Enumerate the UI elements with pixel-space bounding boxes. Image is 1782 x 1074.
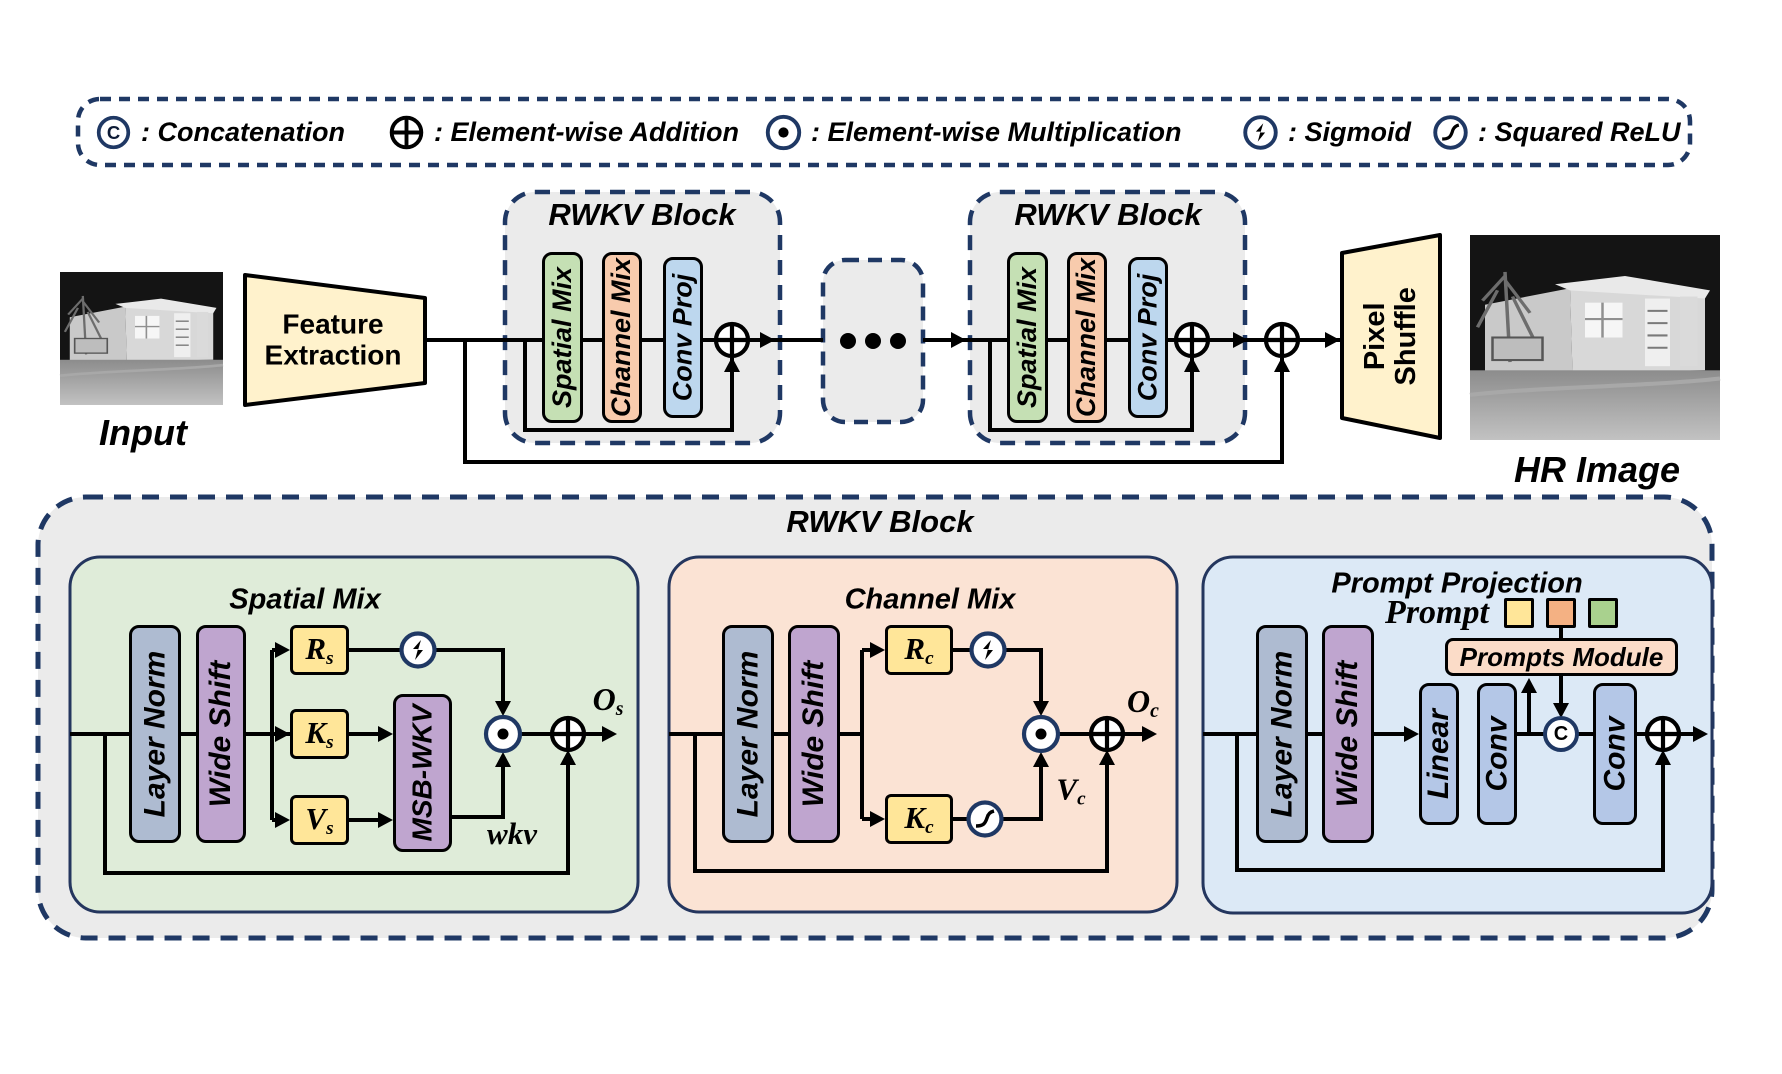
concat-icon: C [96,115,131,149]
hr-image-label: HR Image [1513,449,1681,490]
k-c-box: Kc [885,794,953,844]
conv-block: Conv [1477,683,1517,825]
svg-text:C: C [107,122,120,143]
r-c-box: Rc [885,625,953,675]
layer-norm-block: Layer Norm [722,625,774,843]
squared-relu-node [969,803,1002,836]
v-s-box: Vs [290,795,349,845]
legend-label: : Squared ReLU [1478,116,1681,147]
feature-extraction-trapezoid [243,273,427,407]
add-node [1176,324,1208,356]
rwkv-detail-title: RWKV Block [786,504,974,539]
legend-item-sigmoid: : Sigmoid [1242,112,1411,152]
conv-block: Conv [1593,683,1637,825]
add-node [1647,718,1679,750]
o-s-label: Os [592,681,624,720]
pixel-shuffle-trapezoid [1340,233,1442,440]
k-s-box: Ks [290,709,349,759]
rwkv-block-1-title: RWKV Block [548,197,736,232]
add-node [1091,718,1123,750]
svg-text:C: C [1554,723,1568,745]
input-label: Input [99,412,187,453]
legend-item-multiplication: : Element-wise Multiplication [765,112,1182,152]
legend-box [75,96,1693,168]
add-node [716,324,748,356]
sigmoid-node [402,634,435,667]
sigmoid-icon [1243,114,1278,150]
prompt-label: Prompt [1385,594,1489,631]
v-c-label: Vc [1056,771,1086,810]
spatial-mix-block: Spatial Mix [1007,252,1048,423]
prompt-token-yellow [1504,598,1534,628]
pixel-shuffle-label: Pixel Shuffle [1358,287,1422,386]
prompt-projection-title: Prompt Projection [1331,567,1583,600]
legend-label: : Element-wise Multiplication [811,116,1182,147]
spatial-mix-block: Spatial Mix [542,252,583,423]
msb-wkv-block: MSB-WKV [393,694,452,852]
channel-mix-title: Channel Mix [844,583,1016,616]
layer-norm-block: Layer Norm [1256,625,1308,843]
multiply-icon [765,114,802,150]
wkv-label: wkv [487,816,537,851]
spatial-mix-title: Spatial Mix [229,583,381,616]
hr-image [1470,235,1720,440]
legend-label: : Element-wise Addition [434,116,740,147]
legend-item-addition: : Element-wise Addition [388,112,739,152]
channel-mix-block: Channel Mix [602,252,642,423]
multiply-node [1024,717,1058,751]
legend-label: : Concatenation [141,116,346,147]
feature-extraction-label: Feature Extraction [264,308,402,371]
add-icon [389,115,424,149]
ellipsis-dot [890,333,906,349]
wide-shift-block: Wide Shift [196,625,246,843]
ellipsis-dot [865,333,881,349]
legend-item-squared-relu: : Squared ReLU [1432,112,1681,152]
rwkv-block-2-title: RWKV Block [1014,197,1202,232]
conv-proj-block: Conv Proj [1128,257,1168,418]
r-s-box: Rs [290,625,349,675]
add-node [552,718,584,750]
legend-item-concatenation: C : Concatenation [95,112,345,152]
prompt-token-green [1588,598,1618,628]
sigmoid-node [972,634,1005,667]
ellipsis-dot [840,333,856,349]
legend-label: : Sigmoid [1288,116,1411,147]
prompts-module-box: Prompts Module [1445,638,1678,676]
squared-relu-icon [1433,114,1468,150]
wide-shift-block: Wide Shift [1322,625,1374,843]
conv-proj-block: Conv Proj [663,257,703,418]
concat-node: C [1543,716,1579,752]
wide-shift-block: Wide Shift [788,625,840,843]
linear-block: Linear [1419,683,1459,825]
o-c-label: Oc [1127,683,1159,722]
multiply-node [486,717,520,751]
add-node [1266,324,1298,356]
prompt-token-orange [1546,598,1576,628]
input-image [58,270,225,407]
channel-mix-block: Channel Mix [1067,252,1107,423]
layer-norm-block: Layer Norm [129,625,181,843]
